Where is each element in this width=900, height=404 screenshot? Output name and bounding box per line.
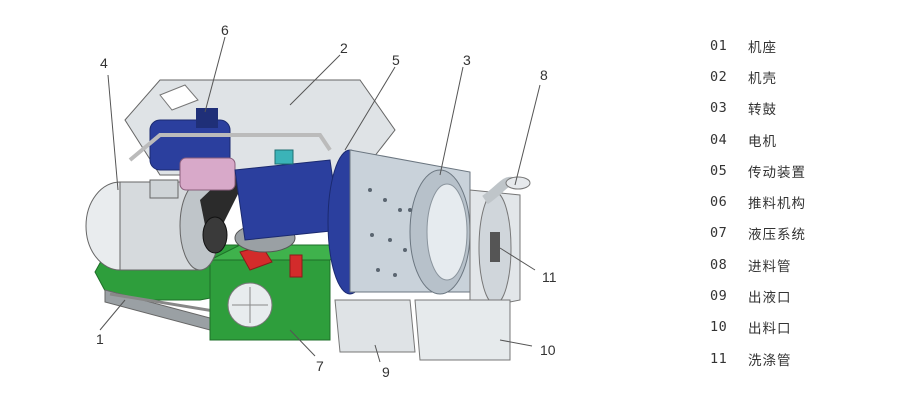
- solids-outlet: [414, 299, 511, 361]
- drum-perforations: [368, 188, 412, 277]
- legend-number: 08: [710, 256, 728, 273]
- legend-number: 07: [710, 225, 728, 242]
- legend-number: 01: [710, 37, 728, 54]
- legend-label: 机座: [748, 39, 777, 56]
- legend-label: 电机: [748, 133, 777, 150]
- blue-motor-fan: [196, 108, 218, 128]
- legend-item: 04 电机: [710, 124, 890, 155]
- legend-label: 推料机构: [748, 196, 806, 213]
- legend-label: 转鼓: [748, 102, 777, 119]
- legend-item: 09 出液口: [710, 280, 890, 311]
- piping-valve: [274, 149, 294, 165]
- callout-4: 4: [100, 55, 108, 71]
- motor-terminal-box: [149, 179, 179, 199]
- callout-2: 2: [340, 40, 348, 56]
- callout-3: 3: [463, 52, 471, 68]
- hydraulic-filter: [289, 254, 303, 278]
- hydraulic-piping: [128, 133, 332, 162]
- bearing-housing: [234, 159, 341, 241]
- housing-window: [159, 84, 199, 111]
- legend-number: 11: [710, 350, 728, 367]
- callout-1: 1: [96, 331, 104, 347]
- legend-item: 02 机壳: [710, 61, 890, 92]
- legend-number: 05: [710, 162, 728, 179]
- liquid-outlet: [334, 299, 416, 353]
- drive-pulley: [202, 216, 228, 254]
- legend-number: 04: [710, 131, 728, 148]
- callout-8: 8: [540, 67, 548, 83]
- feed-pipe-flange: [505, 176, 531, 190]
- legend-item: 11 洗涤管: [710, 343, 890, 374]
- centrifuge-diagram: 1 2 3 4 5 6 7 8 9 10 11: [85, 22, 557, 380]
- parts-legend: 01 机座 02 机壳 03 转鼓 04 电机 05 传动装置 06 推料机构 07 液压系统…: [710, 30, 890, 374]
- callout-7: 7: [316, 358, 324, 374]
- legend-item: 05 传动装置: [710, 155, 890, 186]
- legend-label: 机壳: [748, 70, 777, 87]
- wash-pipe-manifold: [490, 232, 500, 262]
- callout-10: 10: [540, 342, 556, 358]
- legend-item: 06 推料机构: [710, 186, 890, 217]
- legend-label: 传动装置: [748, 164, 806, 181]
- drum-inner: [426, 183, 468, 281]
- callout-5: 5: [392, 52, 400, 68]
- coupling: [179, 157, 236, 191]
- legend-number: 10: [710, 319, 728, 336]
- leader-lines: [99, 36, 541, 363]
- legend-number: 09: [710, 288, 728, 305]
- legend-number: 03: [710, 100, 728, 117]
- legend-label: 洗涤管: [748, 352, 792, 369]
- legend-number: 06: [710, 194, 728, 211]
- legend-number: 02: [710, 68, 728, 85]
- legend-item: 07 液压系统: [710, 218, 890, 249]
- legend-item: 08 进料管: [710, 249, 890, 280]
- legend-item: 10 出料口: [710, 312, 890, 343]
- callout-11: 11: [542, 269, 557, 285]
- legend-item: 03 转鼓: [710, 93, 890, 124]
- callout-9: 9: [382, 364, 390, 380]
- legend-label: 进料管: [748, 258, 792, 275]
- legend-label: 出料口: [748, 321, 792, 338]
- callout-6: 6: [221, 22, 229, 38]
- legend-label: 液压系统: [748, 227, 806, 244]
- legend-label: 出液口: [748, 290, 792, 307]
- legend-item: 01 机座: [710, 30, 890, 61]
